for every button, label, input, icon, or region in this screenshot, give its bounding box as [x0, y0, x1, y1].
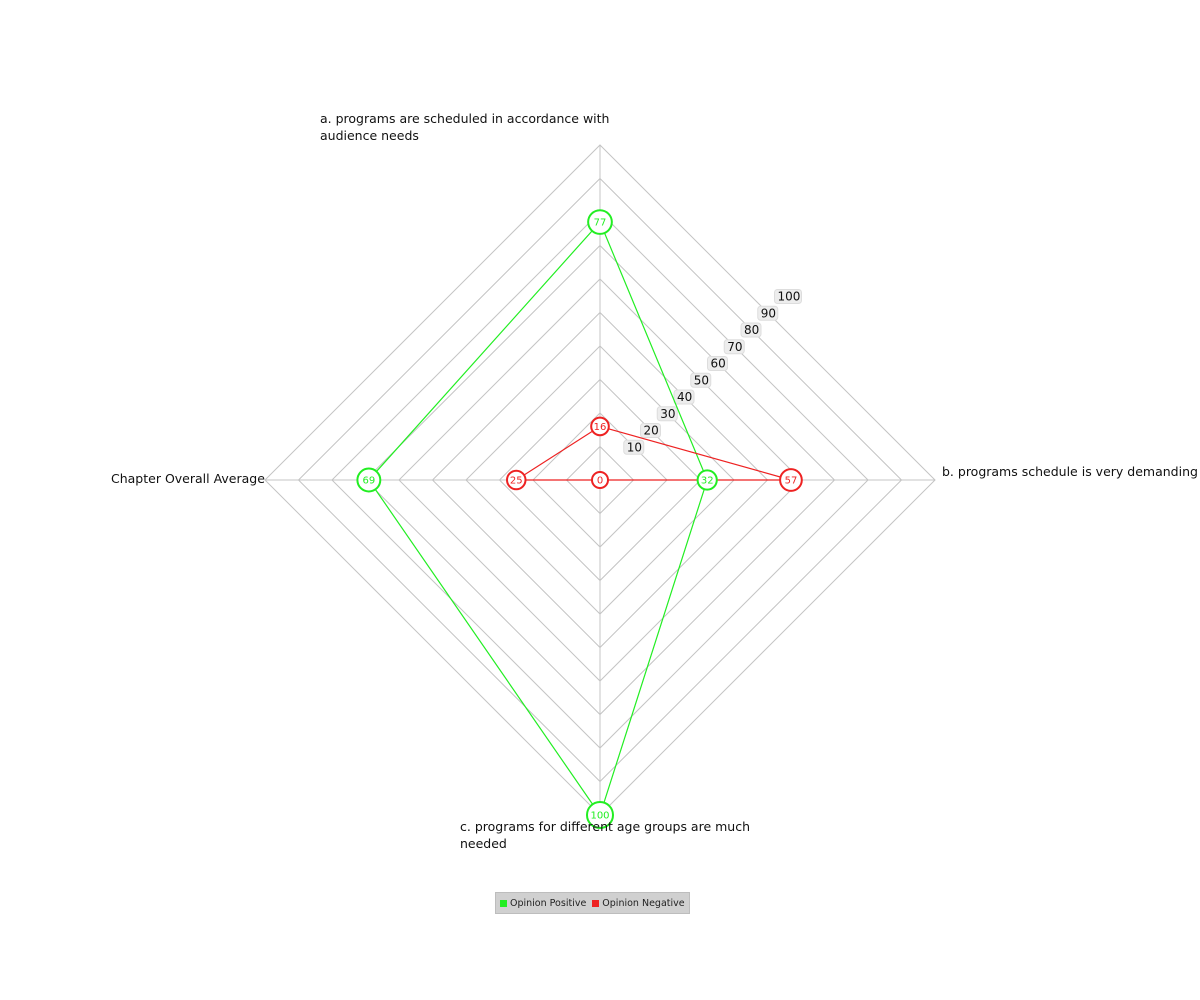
data-label-0-2: 100	[590, 811, 609, 822]
tick-label-80: 80	[740, 322, 762, 338]
axis-label-a: a. programs are scheduled in accordance …	[320, 110, 640, 144]
point-1-1: 57	[779, 468, 803, 492]
svg-text:50: 50	[694, 373, 709, 387]
axis-label-a-line-2: audience needs	[320, 128, 419, 143]
point-1-3: 25	[506, 469, 527, 491]
svg-text:20: 20	[644, 424, 659, 438]
legend-item-negative: Opinion Negative	[592, 897, 685, 909]
axis-label-c-line-2: needed	[460, 836, 507, 851]
axis-label-overall: Chapter Overall Average	[111, 470, 265, 487]
tick-label-100: 100	[774, 289, 802, 304]
svg-text:70: 70	[727, 340, 742, 354]
axis-label-c: c. programs for different age groups are…	[460, 818, 780, 852]
series-layer: 77 32 100 69 16 57 0 25	[356, 209, 803, 829]
data-label-1-2: 0	[597, 476, 603, 487]
legend-label-positive: Opinion Positive	[510, 897, 587, 909]
point-0-3: 69	[356, 467, 382, 493]
svg-text:80: 80	[744, 323, 759, 337]
data-label-0-0: 77	[594, 218, 607, 229]
point-0-1: 32	[696, 469, 718, 491]
legend-label-negative: Opinion Negative	[602, 897, 685, 909]
axis-label-c-line-1: c. programs for different age groups are…	[460, 819, 751, 834]
point-1-2: 0	[591, 471, 609, 489]
tick-label-40: 40	[673, 389, 695, 405]
svg-text:90: 90	[761, 306, 776, 320]
tick-label-90: 90	[757, 305, 779, 321]
legend-swatch-negative-icon	[592, 899, 600, 907]
axis-label-a-line-1: a. programs are scheduled in accordance …	[320, 111, 610, 126]
tick-label-20: 20	[640, 423, 661, 438]
legend-item-positive: Opinion Positive	[500, 898, 586, 909]
svg-text:100: 100	[778, 290, 801, 304]
axis-label-b: b. programs schedule is very demanding a	[942, 463, 1200, 480]
axis-label-overall-line-1: Chapter Overall Average	[111, 471, 265, 486]
data-label-0-1: 32	[701, 476, 714, 487]
data-label-1-1: 57	[785, 476, 798, 487]
svg-text:40: 40	[677, 390, 692, 404]
data-label-1-3: 25	[510, 476, 523, 487]
point-1-0: 16	[590, 416, 610, 437]
data-label-1-0: 16	[594, 422, 607, 433]
svg-text:30: 30	[660, 407, 675, 421]
point-0-2: 100	[586, 801, 614, 829]
axis-label-b-line-1: b. programs schedule is very demanding a	[942, 464, 1200, 479]
legend: Opinion Positive Opinion Negative	[495, 892, 690, 914]
data-label-0-3: 69	[362, 476, 375, 487]
tick-label-70: 70	[723, 339, 745, 355]
tick-label-30: 30	[656, 406, 678, 422]
legend-swatch-positive-icon	[500, 899, 507, 907]
tick-label-60: 60	[707, 356, 728, 371]
tick-label-10: 10	[623, 439, 645, 455]
svg-text:10: 10	[627, 440, 642, 454]
point-0-0: 77	[587, 209, 613, 235]
svg-text:60: 60	[711, 357, 726, 371]
tick-label-50: 50	[690, 372, 712, 388]
